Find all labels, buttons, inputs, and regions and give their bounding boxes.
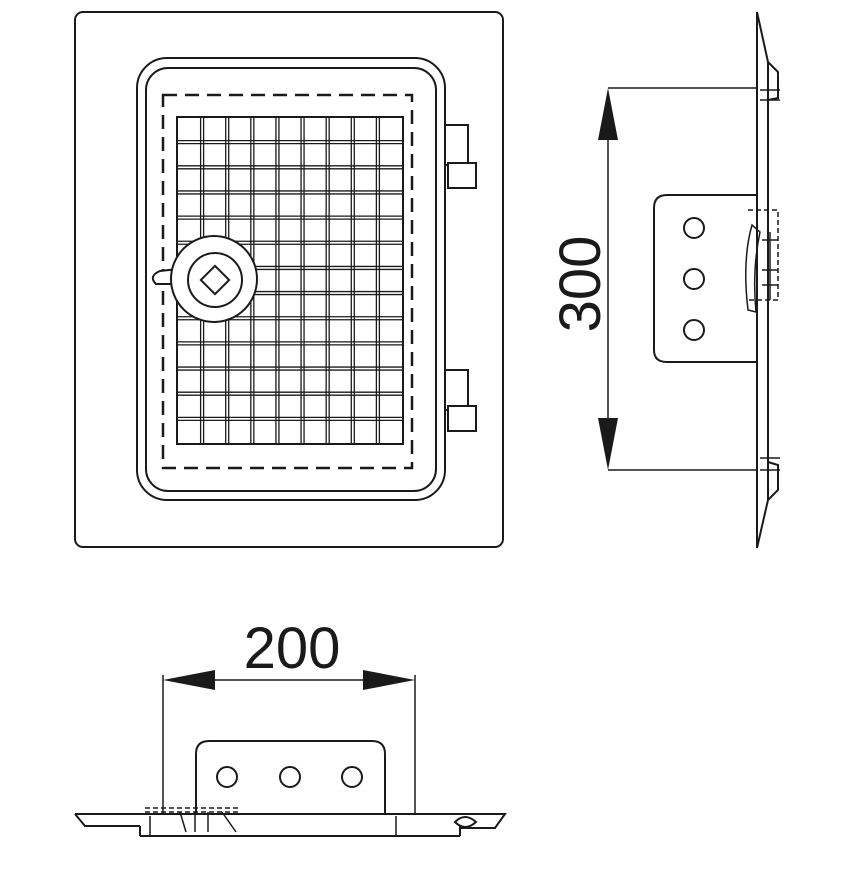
side-mounting-bracket <box>653 180 758 380</box>
side-view: 300 <box>548 11 780 549</box>
side-bracket-hole-1 <box>683 217 705 239</box>
bottom-lock-mechanism <box>145 807 238 833</box>
dimension-height: 300 <box>548 87 757 471</box>
side-lock-mechanism <box>745 209 779 313</box>
door-outer-border <box>136 57 446 501</box>
frame-outer <box>74 11 504 548</box>
door-inner-border <box>145 67 437 492</box>
bottom-view: 200 <box>74 616 507 837</box>
bottom-mounting-bracket <box>195 740 386 814</box>
lock-square-key <box>199 264 231 296</box>
bottom-bracket-hole-3 <box>341 766 363 788</box>
dimension-height-label: 300 <box>548 236 613 333</box>
ventilation-grille <box>176 116 404 445</box>
lock <box>151 235 258 323</box>
hinge-bottom <box>444 369 477 432</box>
dimension-width: 200 <box>162 616 416 814</box>
bottom-bracket-hole-1 <box>216 766 238 788</box>
hinge-top <box>444 124 477 189</box>
side-bracket-hole-2 <box>683 268 705 290</box>
side-bracket-hole-3 <box>683 319 705 341</box>
dimension-width-label: 200 <box>244 616 341 681</box>
bottom-bracket-hole-2 <box>279 766 301 788</box>
front-view <box>74 11 504 548</box>
